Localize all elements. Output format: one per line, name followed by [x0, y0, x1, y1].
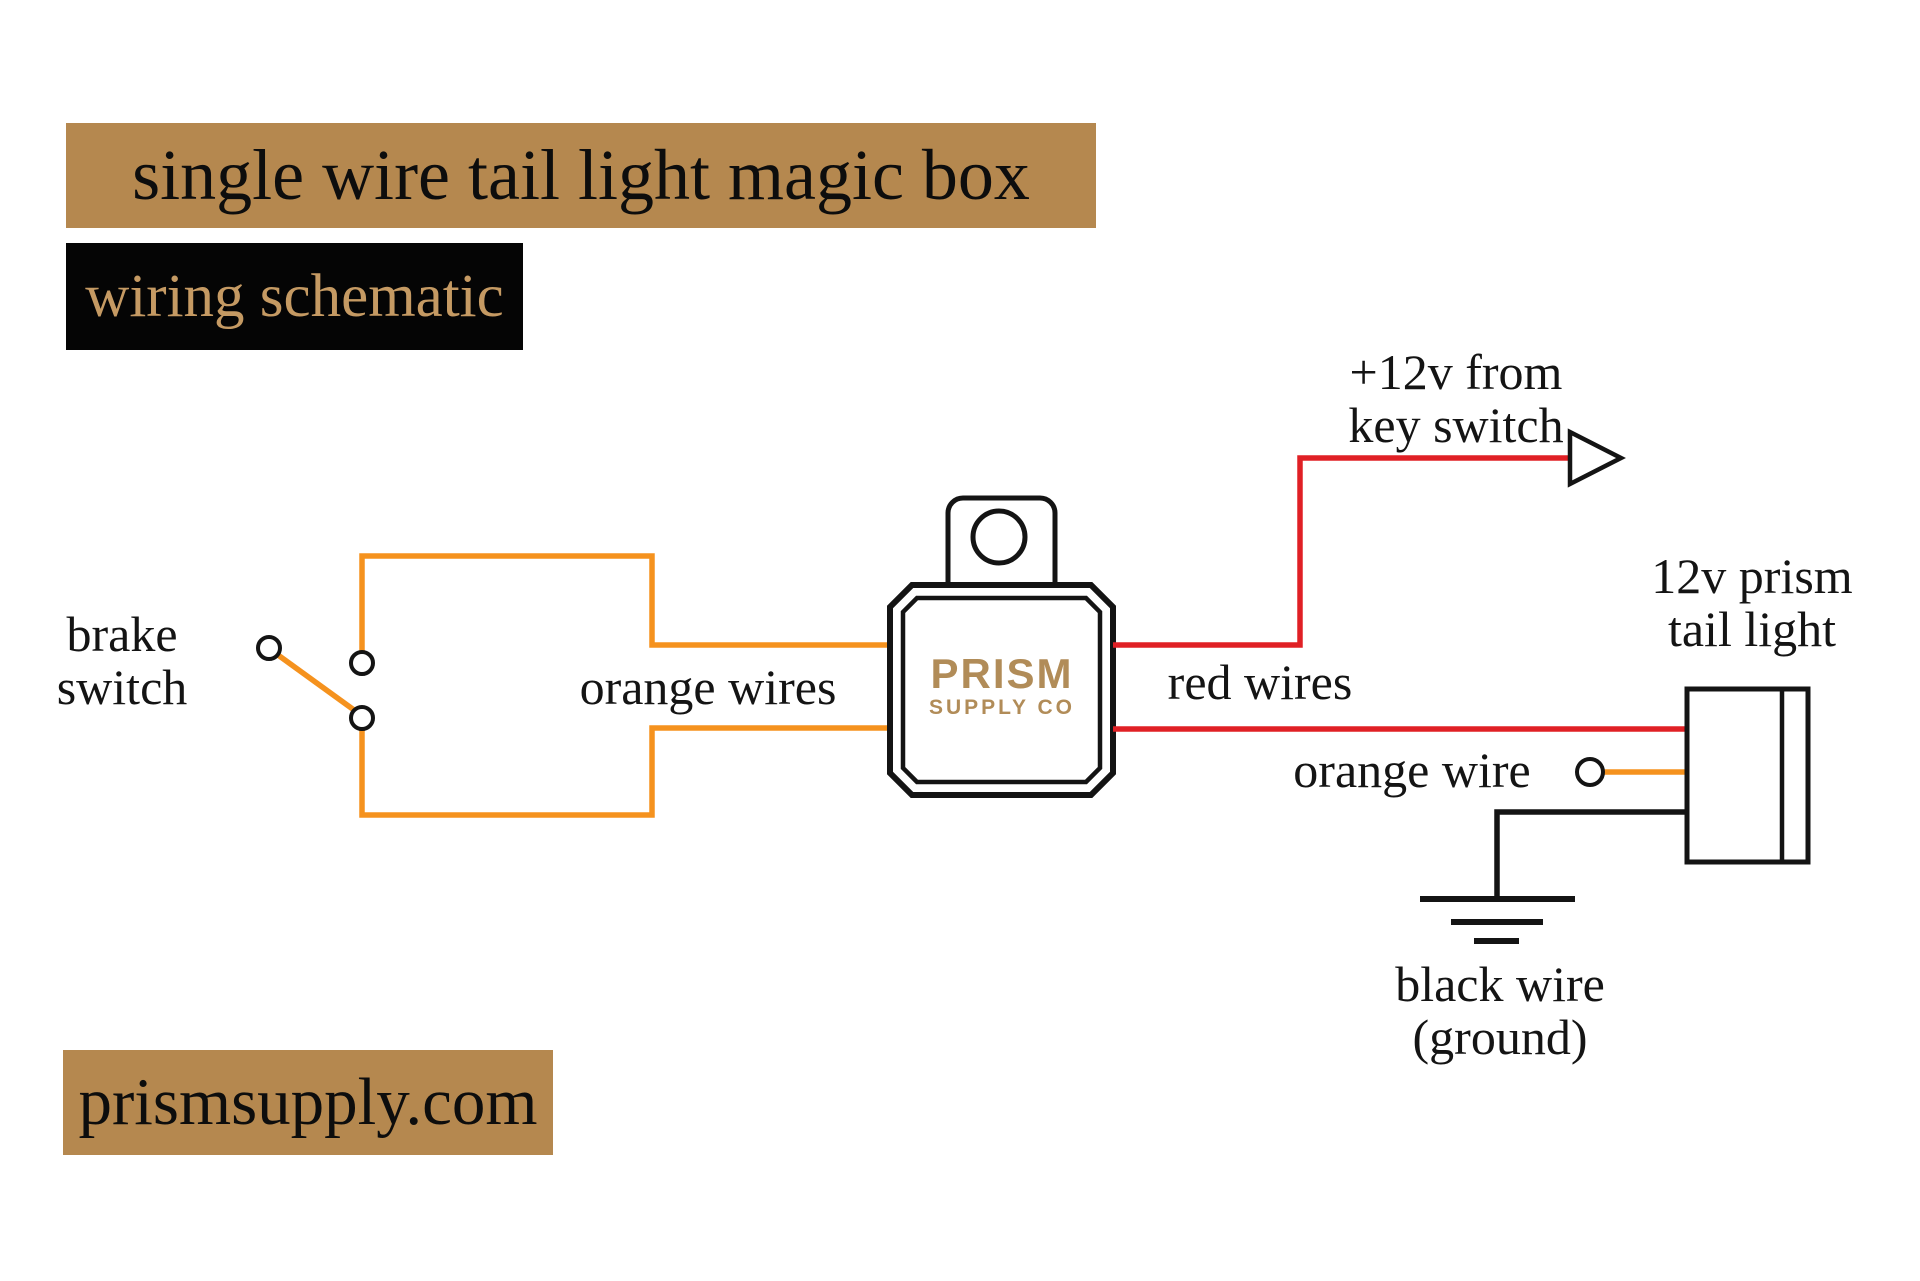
prism-logo-subtext: SUPPLY CO	[928, 696, 1076, 719]
ground-wire-label: black wire (ground)	[1395, 958, 1605, 1064]
tail-light-body	[1684, 686, 1811, 865]
brake-switch-label-line2: switch	[56, 659, 188, 715]
black-ground-wire	[1494, 809, 1687, 896]
brake-switch-hinge-terminal	[256, 635, 282, 661]
tail-light-label-line1: 12v prism	[1651, 548, 1853, 604]
brake-switch-bottom-terminal	[349, 705, 375, 731]
ground-wire-label-line1: black wire	[1395, 956, 1605, 1012]
orange-wire-top	[359, 553, 890, 651]
key-switch-label: +12v from key switch	[1348, 346, 1563, 452]
magic-box-mount-hole	[970, 508, 1028, 566]
title-banner: single wire tail light magic box	[66, 123, 1096, 228]
key-switch-label-line2: key switch	[1348, 397, 1564, 453]
brake-switch-top-terminal	[349, 650, 375, 676]
red-wire-top	[1113, 455, 1568, 648]
key-switch-label-line1: +12v from	[1349, 344, 1563, 400]
tail-light-orange-connector	[1575, 757, 1605, 787]
key-switch-arrow-icon	[1567, 428, 1626, 488]
brake-switch-arm	[276, 652, 356, 713]
brake-switch-label: brake switch	[57, 608, 188, 714]
red-wires-label: red wires	[1167, 654, 1353, 710]
footer-website-banner: prismsupply.com	[63, 1050, 553, 1155]
tail-light-label: 12v prism tail light	[1651, 550, 1852, 656]
ground-wire-label-line2: (ground)	[1412, 1009, 1588, 1065]
orange-wire-label: orange wire	[1293, 742, 1531, 798]
magic-box-inner	[900, 595, 1103, 785]
orange-wires-label: orange wires	[579, 659, 837, 715]
brake-switch-label-line1: brake	[66, 606, 178, 662]
magic-box-outer	[887, 582, 1116, 798]
prism-supply-logo: PRISM SUPPLY CO	[929, 653, 1075, 720]
tail-light-label-line2: tail light	[1667, 601, 1837, 657]
orange-wire-bottom	[359, 725, 890, 818]
subtitle-banner: wiring schematic	[66, 243, 523, 350]
prism-logo-wordmark: PRISM	[930, 650, 1074, 697]
